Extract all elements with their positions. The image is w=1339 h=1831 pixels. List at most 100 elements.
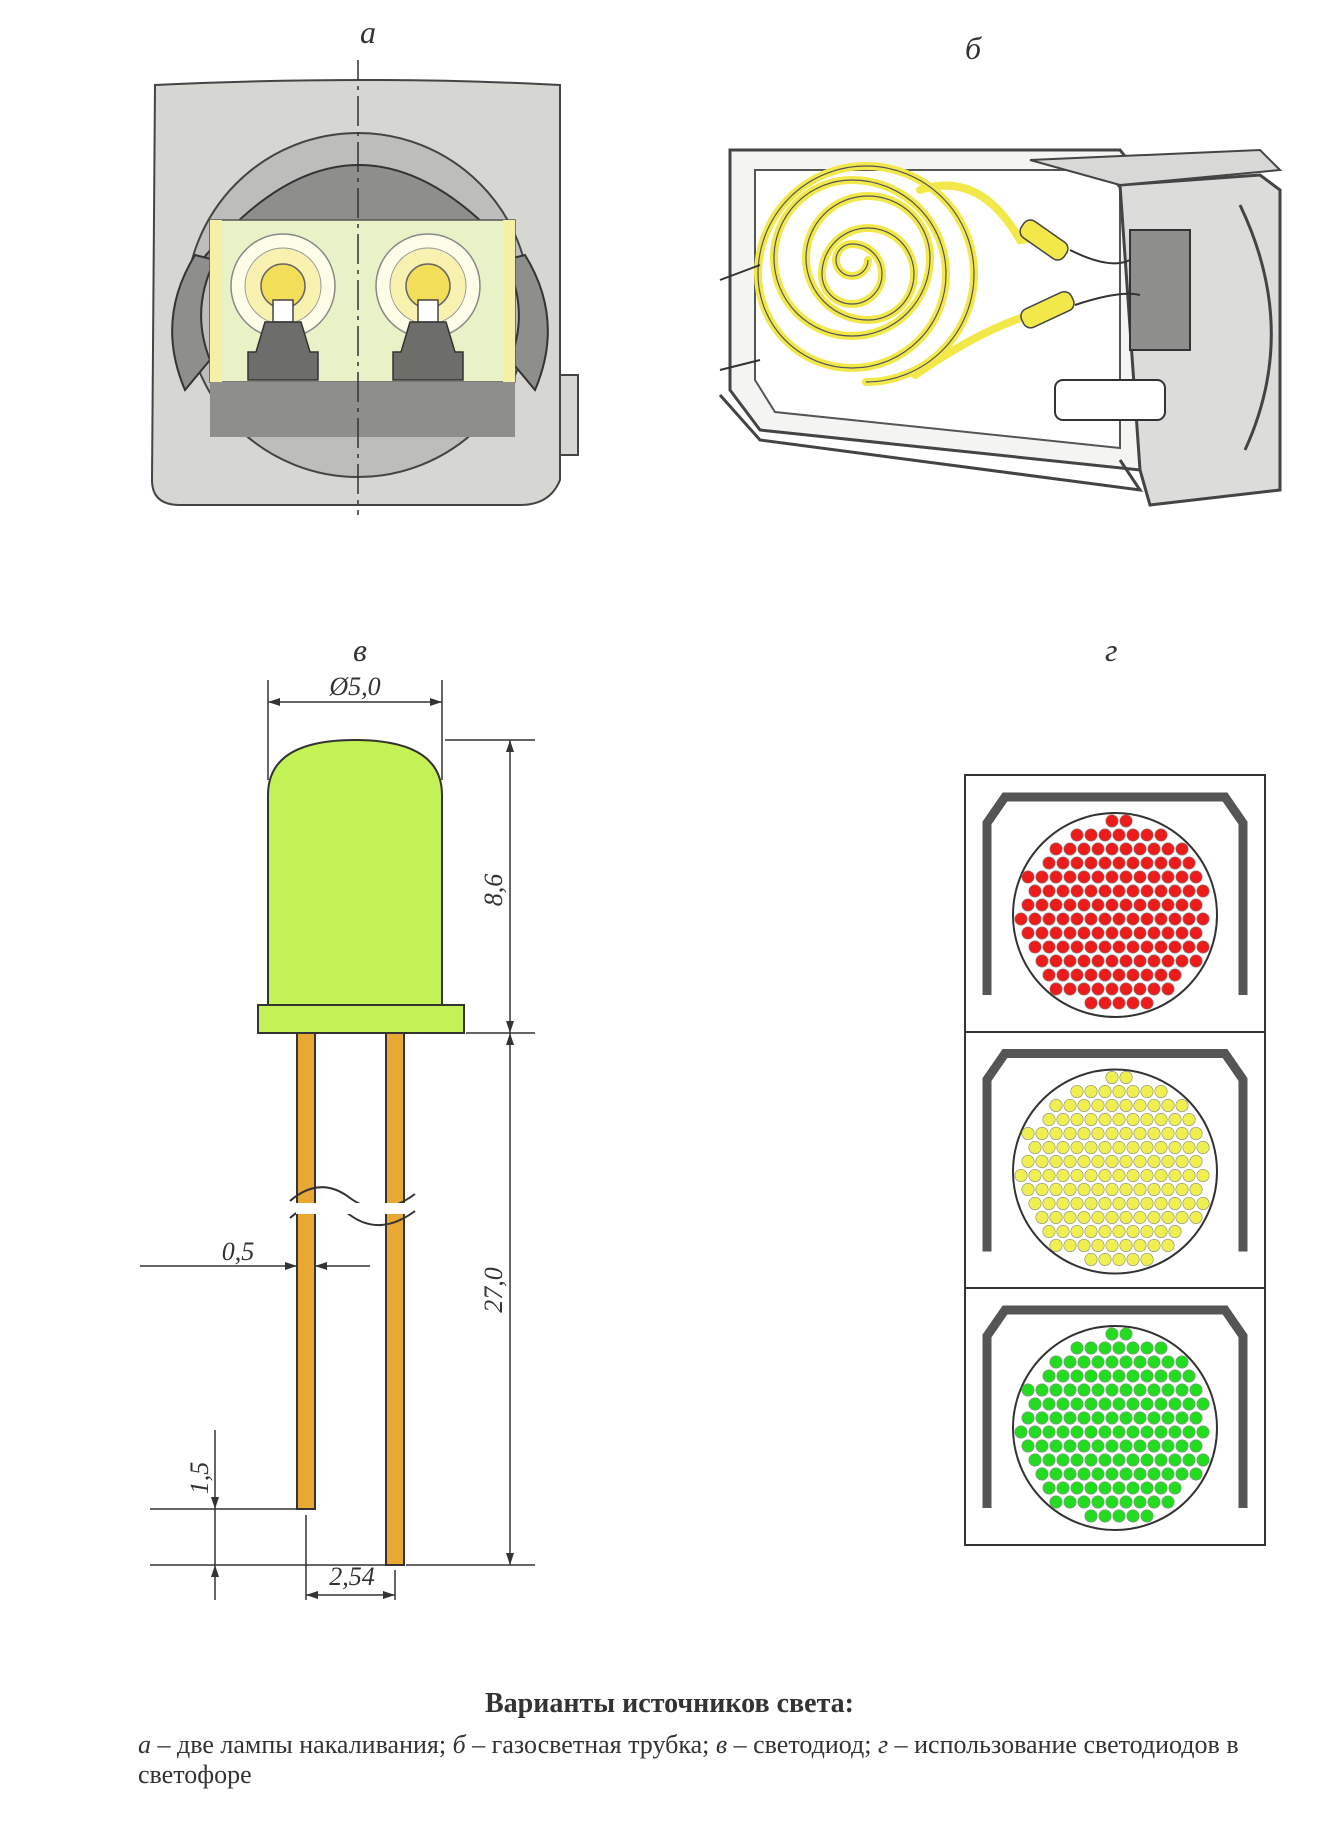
led-dot (1028, 912, 1042, 926)
led-dot (1161, 954, 1175, 968)
led-dot (1112, 1196, 1126, 1210)
led-dot (1154, 1425, 1168, 1439)
led-dot (1063, 842, 1077, 856)
led-dot (1140, 856, 1154, 870)
led-dot (1028, 1196, 1042, 1210)
led-dot (1028, 1397, 1042, 1411)
led-dot (1119, 1439, 1133, 1453)
led-dot (1021, 870, 1035, 884)
led-dot (1196, 940, 1210, 954)
led-dot (1028, 884, 1042, 898)
led-dot (1021, 1126, 1035, 1140)
led-dot (1021, 1182, 1035, 1196)
led-dot (1070, 912, 1084, 926)
led-dot (1133, 954, 1147, 968)
led-dot (1098, 1509, 1112, 1523)
led-dot (1154, 1453, 1168, 1467)
led-dot (1084, 1341, 1098, 1355)
led-dot (1063, 898, 1077, 912)
wires (719, 249, 1141, 371)
signal-visor (982, 792, 1248, 995)
led-dot (1112, 940, 1126, 954)
legend-letter-v: в (715, 1730, 728, 1759)
led-dot (1049, 1439, 1063, 1453)
led-dot (1161, 982, 1175, 996)
led-dot (1105, 1439, 1119, 1453)
led-dot (1154, 856, 1168, 870)
led-dot (1175, 1383, 1189, 1397)
led-dot (1119, 1467, 1133, 1481)
led-dot (1133, 1210, 1147, 1224)
led-dot (1063, 926, 1077, 940)
led-dot (1154, 1084, 1168, 1098)
led-dot (1133, 1098, 1147, 1112)
led-dot (1049, 870, 1063, 884)
led-dot (1175, 954, 1189, 968)
legend-text-b: – газосветная трубка; (465, 1730, 716, 1759)
figure-caption-legend: а – две лампы накаливания; б – газосветн… (138, 1730, 1248, 1790)
led-dot (1112, 1453, 1126, 1467)
led-dot (1091, 1355, 1105, 1369)
led-dot (1196, 1397, 1210, 1411)
led-dot (1021, 926, 1035, 940)
led-dot (1112, 1168, 1126, 1182)
led-dot (1056, 884, 1070, 898)
led-dot (1147, 898, 1161, 912)
led-dot (1049, 1355, 1063, 1369)
led-dot (1112, 1369, 1126, 1383)
led-dot (1084, 884, 1098, 898)
led-dot (1105, 1495, 1119, 1509)
led-dot (1126, 1168, 1140, 1182)
led-dot (1126, 1481, 1140, 1495)
led-dot (1175, 898, 1189, 912)
led-dot (1056, 1369, 1070, 1383)
led-dot (1070, 1112, 1084, 1126)
led-dot (1133, 1126, 1147, 1140)
led-dot (1077, 926, 1091, 940)
led-dot (1063, 1182, 1077, 1196)
led-dot (1126, 940, 1140, 954)
led-dot (1196, 912, 1210, 926)
led-dot (1091, 1439, 1105, 1453)
led-dot (1154, 912, 1168, 926)
led-dot (1021, 1411, 1035, 1425)
led-dot (1098, 856, 1112, 870)
signal-red (982, 792, 1248, 1018)
led-dot (1119, 1070, 1133, 1084)
led-dot (1119, 1327, 1133, 1341)
led-dot (1077, 898, 1091, 912)
led-dot (1182, 940, 1196, 954)
led-dot (1098, 1196, 1112, 1210)
led-dot (1056, 1140, 1070, 1154)
panel-b-gas-tube (718, 148, 1283, 507)
panel-b-letter: б (965, 30, 982, 66)
lamp-left (230, 233, 336, 381)
led-dot (1168, 1397, 1182, 1411)
led-dot (1168, 1168, 1182, 1182)
led-dot (1091, 954, 1105, 968)
led-dot (1042, 1140, 1056, 1154)
led-dot (1182, 856, 1196, 870)
led-dot (1098, 968, 1112, 982)
led-dot (1105, 982, 1119, 996)
led-dot (1140, 996, 1154, 1010)
led-dot (1091, 1495, 1105, 1509)
led-dot (1042, 1481, 1056, 1495)
led-dot (1140, 1341, 1154, 1355)
led-dot (1168, 1112, 1182, 1126)
led-dot (1077, 1439, 1091, 1453)
led-dot (1021, 1383, 1035, 1397)
led-dot (1147, 1126, 1161, 1140)
led-dot (1133, 1495, 1147, 1509)
led-dot (1119, 870, 1133, 884)
led-dot (1063, 982, 1077, 996)
led-dot (1063, 1210, 1077, 1224)
led-dot (1091, 926, 1105, 940)
led-dot (1042, 884, 1056, 898)
led-dot (1161, 842, 1175, 856)
led-dot (1126, 1224, 1140, 1238)
led-dot (1098, 1369, 1112, 1383)
led-dot (1112, 912, 1126, 926)
led-dot (1140, 1084, 1154, 1098)
led-dot (1077, 1126, 1091, 1140)
